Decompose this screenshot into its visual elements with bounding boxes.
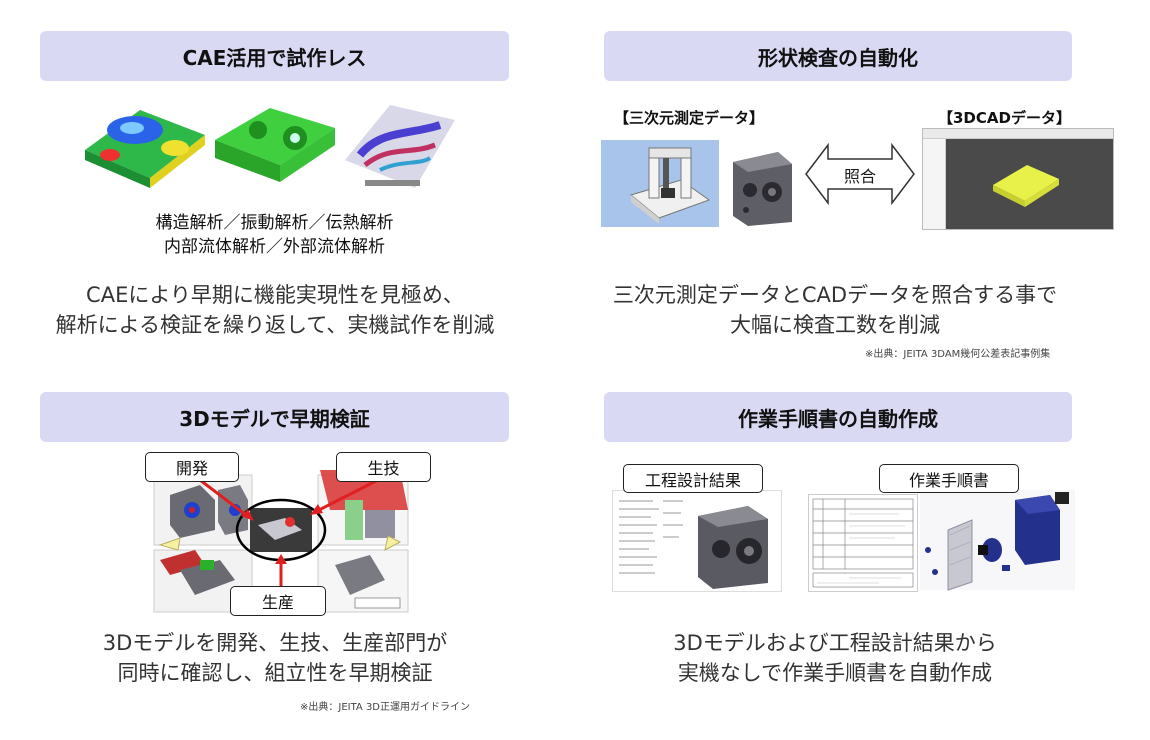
- section-title-3d-model: 3Dモデルで早期検証: [40, 392, 509, 442]
- cae-analysis-images: [85, 105, 455, 188]
- exploded-view-panel: [920, 490, 1075, 591]
- work-manual-table: [812, 498, 914, 588]
- inspection-description-line2: 大幅に検査工数を削減: [730, 313, 940, 337]
- compare-label: 照合: [843, 167, 876, 186]
- cae-description-line1: CAEにより早期に機能実現性を見極め、: [86, 283, 464, 307]
- cae-vibration-model: [215, 108, 335, 182]
- callout-manufacturing: 生産: [230, 586, 326, 616]
- cad-viewer-window: [922, 128, 1114, 230]
- callout-development: 開発: [145, 452, 239, 482]
- cmm-machine-image: [601, 140, 719, 227]
- work-manual-description-line1: 3Dモデルおよび工程設計結果から: [673, 631, 997, 655]
- cae-analysis-types-line1: 構造解析／振動解析／伝熱解析: [155, 213, 394, 233]
- section-title-work-manual: 作業手順書の自動作成: [604, 392, 1072, 442]
- cae-heatmap-model: [85, 110, 205, 188]
- section-title-cae: CAE活用で試作レス: [40, 31, 509, 81]
- callout-work-manual: 作業手順書: [879, 464, 1019, 493]
- callout-production-engineering: 生技: [336, 452, 431, 482]
- machined-part-image: [733, 152, 792, 226]
- 3d-model-description-line1: 3Dモデルを開発、生技、生産部門が: [102, 631, 448, 655]
- cad-part-model: [993, 165, 1059, 207]
- exploded-assembly-model: [925, 492, 1069, 591]
- cae-description-line2: 解析による検証を繰り返して、実機試作を削減: [55, 313, 495, 337]
- collaboration-diagram: [153, 470, 409, 613]
- work-manual-sheet: [808, 494, 918, 592]
- process-design-contents: [619, 500, 768, 589]
- 3d-model-description-line2: 同時に確認し、組立性を早期検証: [117, 661, 433, 685]
- callout-process-design-result: 工程設計結果: [623, 464, 763, 493]
- inspection-description-line1: 三次元測定データとCADデータを照合する事で: [612, 283, 1058, 307]
- cad-viewer-tree: [923, 139, 946, 229]
- inspection-source-note: ※出典：JEITA 3DAM幾何公差表記事例集: [865, 349, 1051, 360]
- work-manual-description-line2: 実機なしで作業手順書を自動作成: [677, 661, 993, 685]
- process-design-screen: [612, 490, 782, 592]
- cae-analysis-types-line2: 内部流体解析／外部流体解析: [164, 237, 385, 257]
- compare-double-arrow: [805, 142, 915, 206]
- 3d-model-source-note: ※出典：JEITA 3D正運用ガイドライン: [300, 702, 471, 713]
- section-title-inspection: 形状検査の自動化: [604, 31, 1072, 81]
- cad-data-label: 【3DCADデータ】: [938, 109, 1071, 127]
- cae-flow-model: [345, 105, 455, 188]
- measure-data-label: 【三次元測定データ】: [614, 109, 765, 127]
- cad-viewer-toolbar: [923, 129, 1113, 139]
